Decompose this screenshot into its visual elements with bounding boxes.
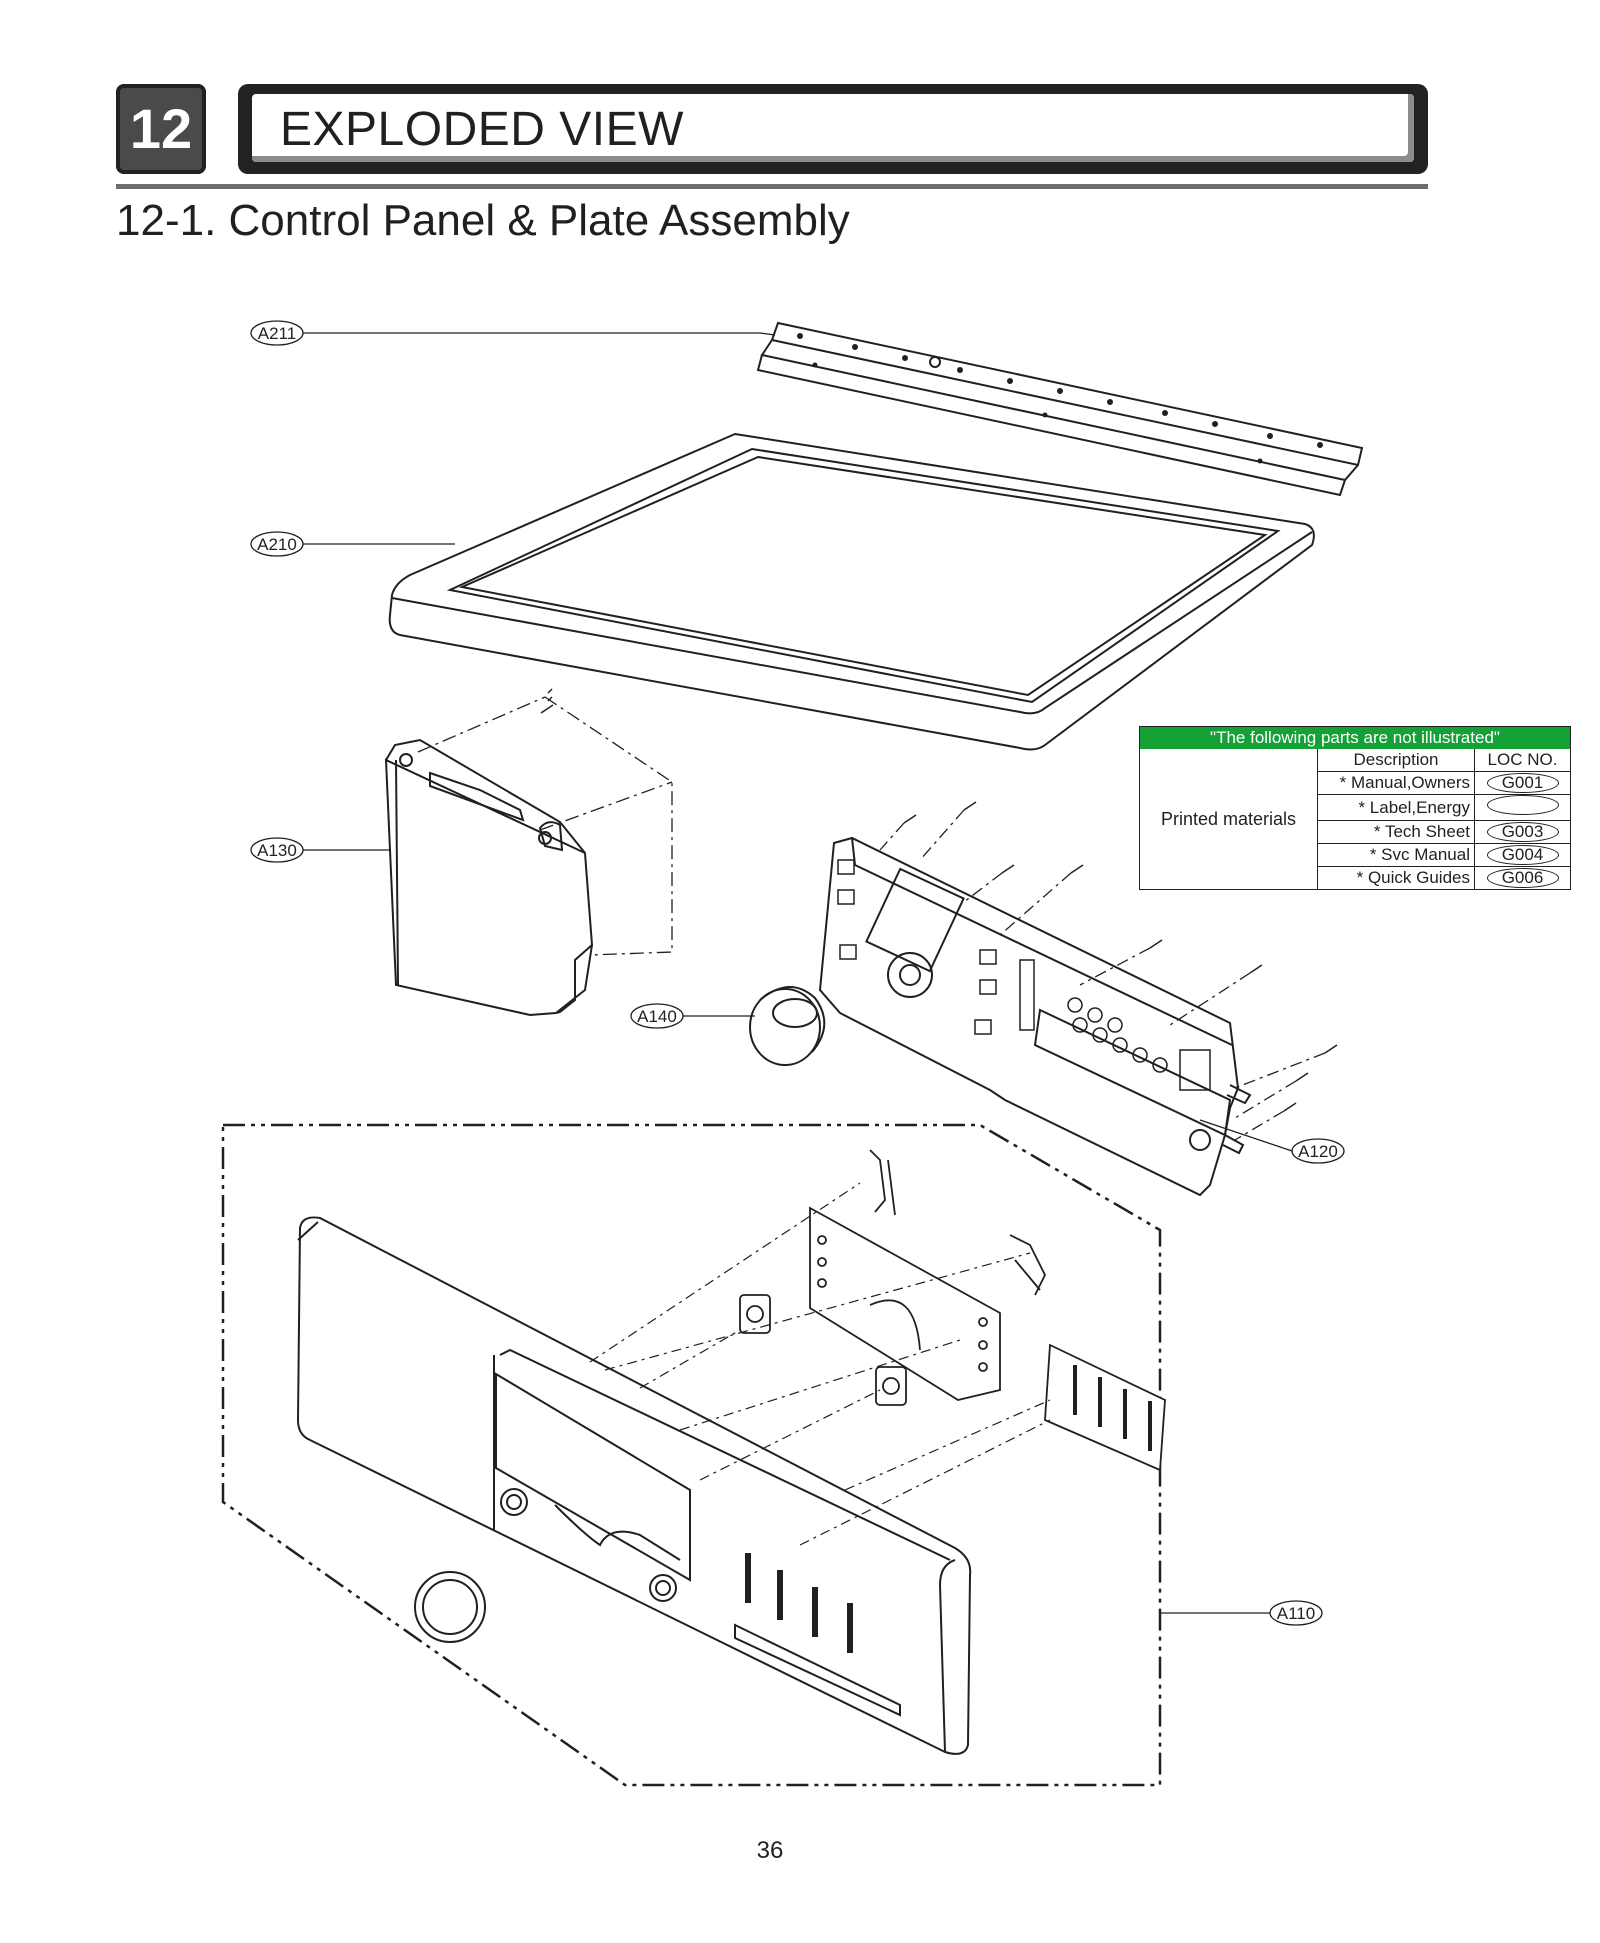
header-description: Description [1318, 749, 1475, 772]
not-illustrated-heading: "The following parts are not illustrated… [1140, 727, 1570, 749]
loc-number [1486, 795, 1559, 815]
chapter-title-frame: EXPLODED VIEW [252, 94, 1414, 162]
chapter-title-box: EXPLODED VIEW [238, 84, 1428, 174]
callout-a210: A210 [257, 535, 297, 554]
screws [540, 704, 1338, 1112]
table-row: * Tech Sheet G003 [1318, 820, 1570, 844]
callout-a140: A140 [637, 1007, 677, 1026]
row-description: * Svc Manual [1318, 843, 1475, 867]
printed-materials-list: Description LOC NO. * Manual,Owners G001… [1318, 749, 1570, 889]
table-row: * Label,Energy [1318, 794, 1570, 821]
section-title: 12-1. Control Panel & Plate Assembly [116, 196, 850, 245]
top-plate [388, 432, 1315, 751]
control-panel-fascia [296, 1216, 972, 1755]
not-illustrated-parts-table: "The following parts are not illustrated… [1139, 726, 1571, 890]
row-description: * Quick Guides [1318, 866, 1475, 889]
page-number: 36 [756, 1837, 784, 1864]
table-row: * Svc Manual G004 [1318, 843, 1570, 867]
control-pcb-assembly [818, 836, 1252, 1197]
row-description: * Manual,Owners [1318, 771, 1475, 795]
table-row: * Quick Guides G006 [1318, 866, 1570, 889]
dispenser-drawer [384, 738, 594, 1017]
loc-number: G001 [1486, 773, 1559, 793]
chapter-number-badge: 12 [116, 84, 206, 174]
callout-a130: A130 [257, 841, 297, 860]
header-loc-no: LOC NO. [1487, 750, 1558, 769]
loc-number: G004 [1486, 845, 1559, 865]
header-rule [116, 184, 1428, 189]
loc-number: G003 [1486, 822, 1559, 842]
panel-bracket [739, 1149, 1166, 1472]
printed-materials-label: Printed materials [1140, 749, 1318, 889]
chapter-title: EXPLODED VIEW [280, 103, 684, 156]
callout-a211: A211 [258, 324, 296, 343]
table-row: * Manual,Owners G001 [1318, 771, 1570, 795]
row-description: * Tech Sheet [1318, 820, 1475, 844]
callout-a120: A120 [1298, 1142, 1338, 1161]
dial-knob [749, 986, 826, 1066]
callout-a110: A110 [1277, 1604, 1315, 1623]
row-description: * Label,Energy [1318, 794, 1475, 821]
loc-number: G006 [1486, 868, 1559, 888]
